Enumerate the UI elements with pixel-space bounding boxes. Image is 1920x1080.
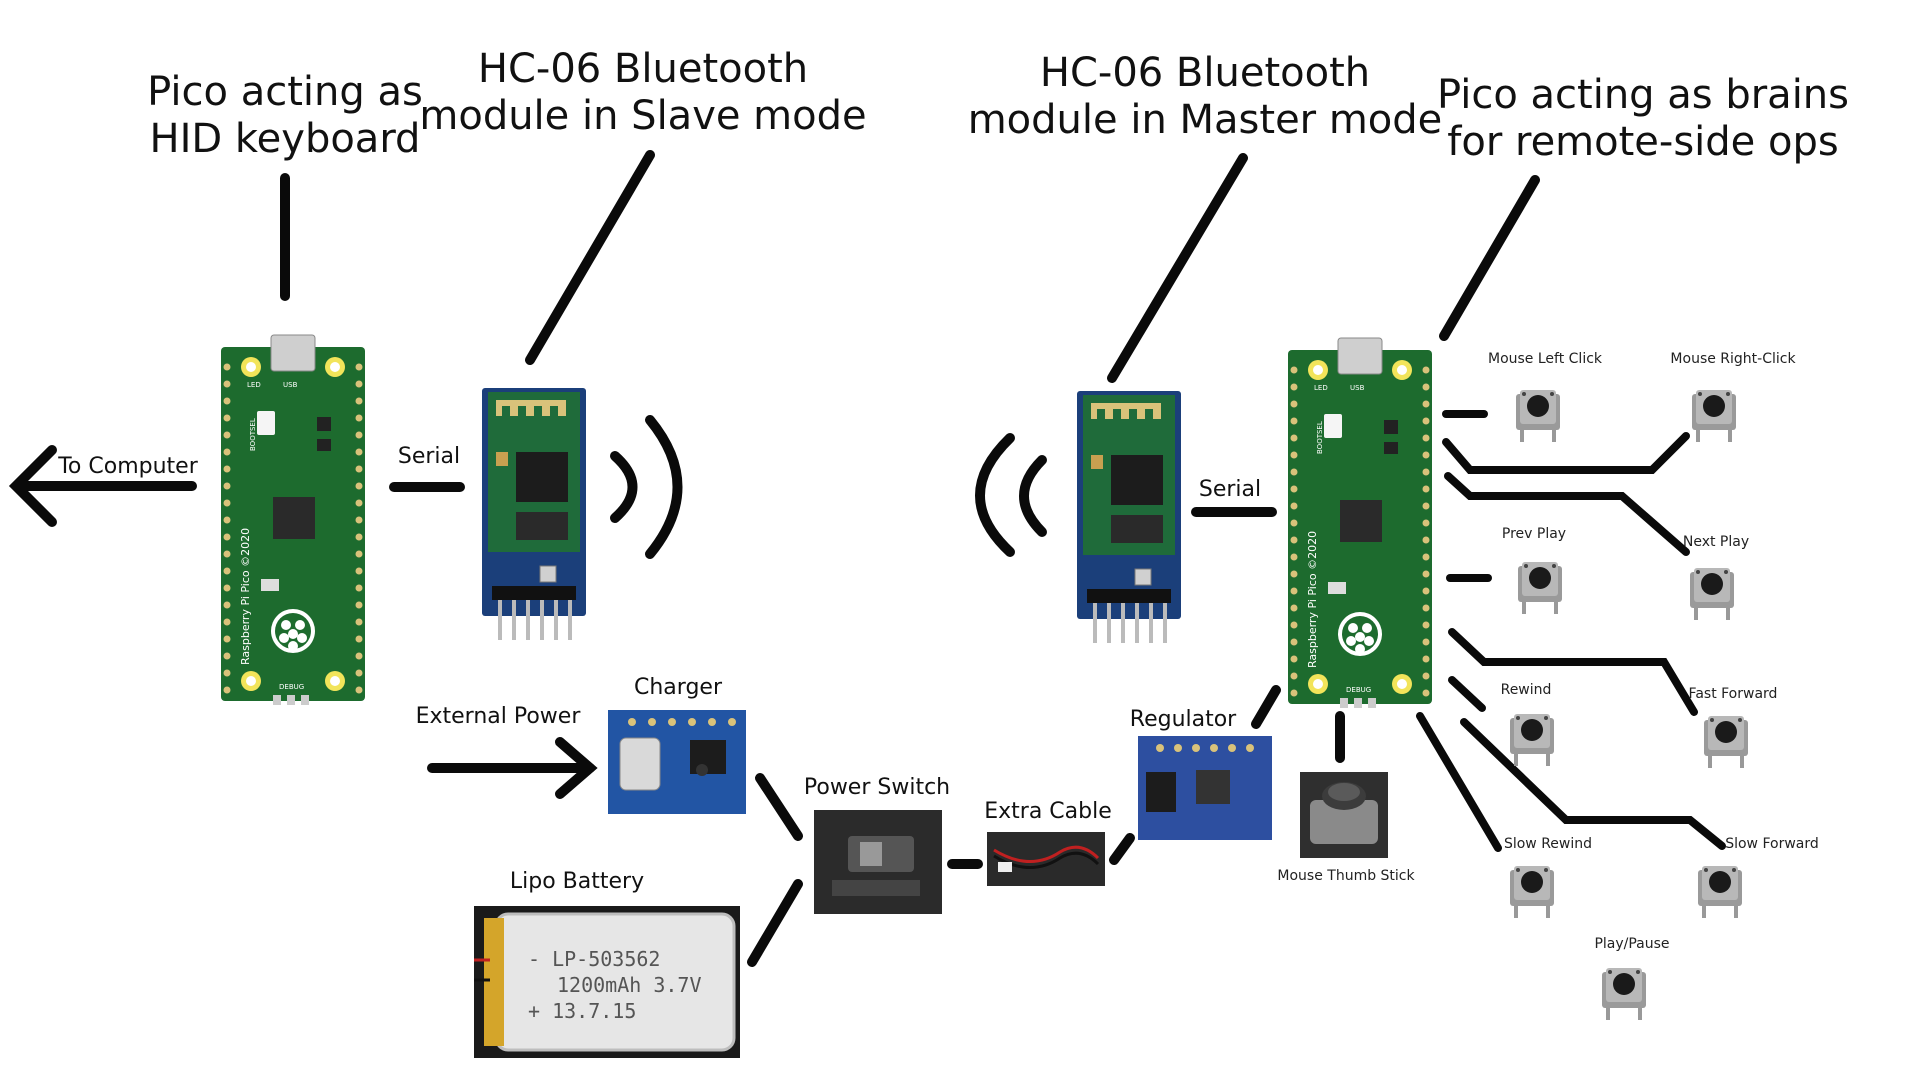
heading-bt-slave-line1: HC-06 Bluetooth: [478, 46, 808, 92]
extra-cable: [987, 832, 1105, 886]
button-mouse-right-click: [1692, 390, 1736, 442]
button-label-next-play: Next Play: [1683, 534, 1749, 550]
radio-waves-slave: [610, 415, 683, 559]
heading-pico-brain-line1: Pico acting as brains: [1437, 72, 1849, 118]
button-slow-rewind: [1510, 866, 1554, 918]
button-label-prev-play: Prev Play: [1502, 526, 1566, 542]
pico-hid-silk-vertical: Raspberry Pi Pico ©2020: [239, 528, 252, 665]
button-play-pause: [1602, 968, 1646, 1020]
heading-bt-master-line2: module in Master mode: [968, 97, 1443, 143]
radio-waves-master: [975, 433, 1047, 557]
label-mouse-thumb-stick: Mouse Thumb Stick: [1277, 868, 1415, 884]
label-external-power: External Power: [416, 704, 582, 729]
battery-text-line1: - LP-503562: [528, 947, 660, 971]
label-to-computer: To Computer: [57, 454, 198, 479]
wire-cable-regulator: [1109, 833, 1135, 865]
button-label-slow-forward: Slow Forward: [1725, 836, 1819, 852]
charger-board: [608, 710, 746, 814]
button-prev-play: [1518, 562, 1562, 614]
wire-battery-switch: [747, 879, 803, 967]
button-slow-forward: [1698, 866, 1742, 918]
label-regulator: Regulator: [1130, 707, 1237, 732]
pico-brain-silk-debug: DEBUG: [1346, 686, 1371, 694]
pico-brain-silk-bootsel: BOOTSEL: [1316, 421, 1324, 454]
pointer-line-pico-brain: [1439, 175, 1540, 341]
button-label-mouse-right-click: Mouse Right-Click: [1670, 351, 1796, 367]
heading-pico-brain-line2: for remote-side ops: [1447, 119, 1838, 165]
bt-module-master: [1076, 390, 1182, 644]
button-label-play-pause: Play/Pause: [1594, 936, 1669, 952]
label-serial-right: Serial: [1199, 477, 1261, 502]
button-fast-forward: [1704, 716, 1748, 768]
power-switch: [814, 810, 942, 914]
pico-hid-silk-debug: DEBUG: [279, 683, 304, 691]
label-power-switch: Power Switch: [804, 775, 950, 800]
battery-text-line2: 1200mAh 3.7V: [557, 973, 702, 997]
bt-module-slave: [481, 387, 587, 641]
battery-text-line3: + 13.7.15: [528, 999, 636, 1023]
button-label-rewind: Rewind: [1501, 682, 1552, 698]
button-rewind: [1510, 714, 1554, 766]
pico-hid-silk-usb: USB: [283, 381, 298, 389]
regulator-board: [1138, 736, 1272, 840]
label-serial-left: Serial: [398, 444, 460, 469]
pico-brain-silk-usb: USB: [1350, 384, 1365, 392]
button-next-play: [1690, 568, 1734, 620]
button-mouse-left-click: [1516, 390, 1560, 442]
button-label-slow-rewind: Slow Rewind: [1504, 836, 1592, 852]
wire-charger-switch: [755, 773, 803, 841]
heading-pico-hid-line1: Pico acting as: [147, 69, 423, 115]
pointer-line-bt-master: [1107, 153, 1248, 383]
arrow-to-computer: [8, 445, 197, 527]
label-extra-cable: Extra Cable: [984, 799, 1112, 824]
lipo-battery: [474, 906, 740, 1058]
pointer-line-bt-slave: [525, 150, 655, 365]
heading-pico-hid-line2: HID keyboard: [150, 116, 421, 162]
label-charger: Charger: [634, 675, 723, 700]
thumbstick-module: [1300, 772, 1388, 858]
pico-hid-silk-bootsel: BOOTSEL: [249, 418, 257, 451]
button-label-fast-forward: Fast Forward: [1689, 686, 1778, 702]
pico-brain-silk-vertical: Raspberry Pi Pico ©2020: [1306, 531, 1319, 668]
heading-bt-master-line1: HC-06 Bluetooth: [1040, 50, 1370, 96]
pico-hid-silk-led: LED: [247, 381, 261, 389]
wire-regulator-pico: [1251, 685, 1281, 729]
arrow-external-power: [427, 737, 598, 799]
pico-brain-silk-led: LED: [1314, 384, 1328, 392]
button-label-mouse-left-click: Mouse Left Click: [1488, 351, 1603, 367]
label-lipo-battery: Lipo Battery: [510, 869, 644, 894]
heading-bt-slave-line2: module in Slave mode: [419, 93, 866, 139]
button-wires: [1416, 410, 1726, 852]
